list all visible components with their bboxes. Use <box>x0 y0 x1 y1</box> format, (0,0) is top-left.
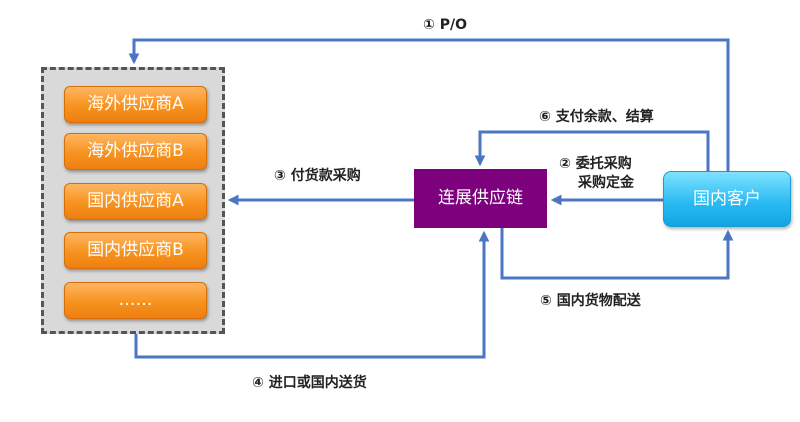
customer-box: 国内客户 <box>663 171 791 227</box>
company-box: 连展供应链 <box>414 169 547 228</box>
supplier-more: …… <box>64 282 207 319</box>
arrow-import-delivery <box>134 230 490 359</box>
arrow-po <box>128 38 730 171</box>
label-entrust-2: 采购定金 <box>578 175 634 191</box>
label-pay-balance: ⑥ 支付余款、结算 <box>539 109 654 125</box>
label-entrust-1: ② 委托采购 <box>559 156 632 172</box>
supplier-overseas-b: 海外供应商B <box>64 133 207 170</box>
supplier-domestic-b: 国内供应商B <box>64 232 207 269</box>
supplier-overseas-a: 海外供应商A <box>64 86 207 123</box>
label-import-delivery: ④ 进口或国内送货 <box>252 375 367 391</box>
arrow-domestic-delivery <box>500 228 734 280</box>
label-pay-purchase: ③ 付货款采购 <box>274 168 361 184</box>
supplier-domestic-a: 国内供应商A <box>64 183 207 220</box>
supplier-panel: 海外供应商A 海外供应商B 国内供应商A 国内供应商B …… <box>41 67 225 334</box>
label-po: ① P/O <box>423 17 468 33</box>
arrow-pay-balance <box>474 130 710 171</box>
label-domestic-delivery: ⑤ 国内货物配送 <box>540 293 641 309</box>
